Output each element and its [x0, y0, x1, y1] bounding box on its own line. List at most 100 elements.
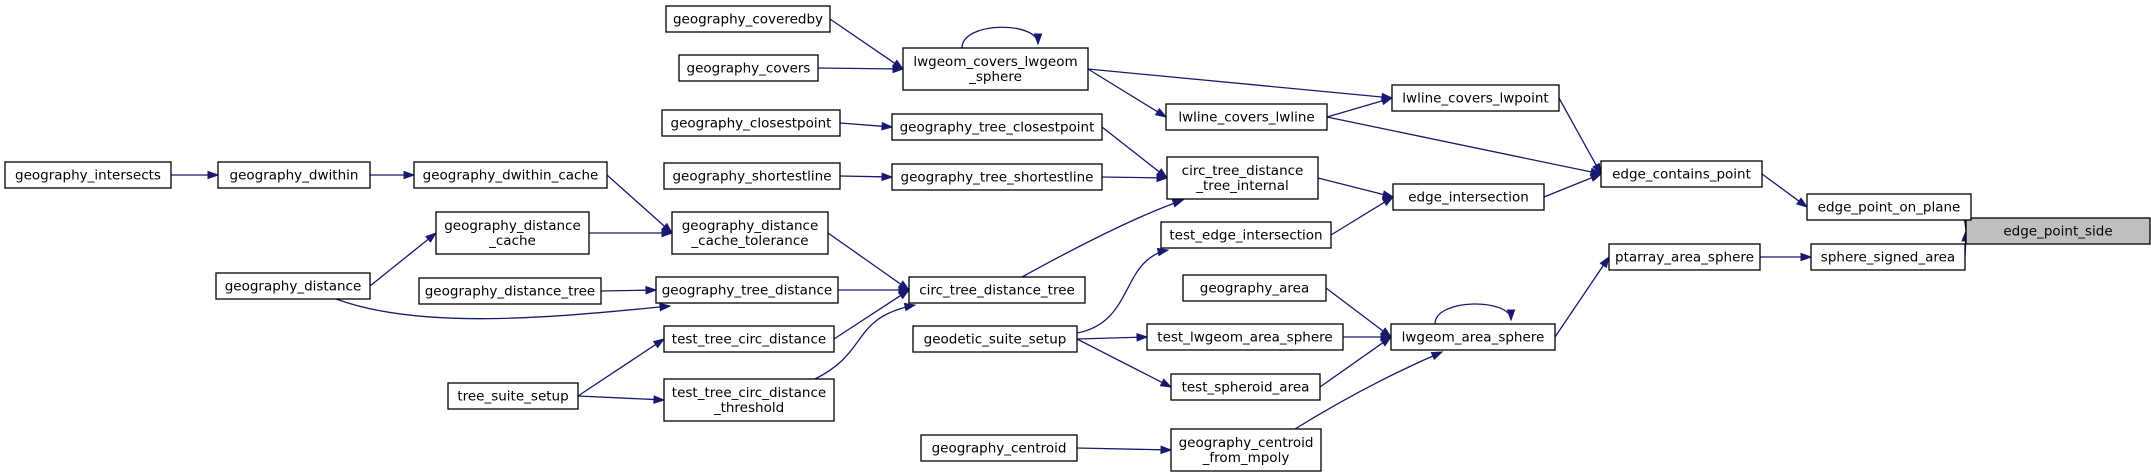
- node-label: test_lwgeom_area_sphere: [1157, 330, 1332, 346]
- node-geography-distance-cache-tolerance[interactable]: geography_distance_cache_tolerance: [671, 211, 829, 255]
- node-tree-suite-setup[interactable]: tree_suite_setup: [447, 382, 579, 410]
- node-geography-tree-shortestline[interactable]: geography_tree_shortestline: [891, 163, 1103, 191]
- edge-arrowhead: [1136, 332, 1149, 342]
- edge-line: [1434, 303, 1512, 325]
- edge-line: [606, 174, 666, 228]
- edge-line: [1319, 341, 1385, 388]
- node-geography-dwithin[interactable]: geography_dwithin: [217, 161, 371, 189]
- edge-line: [1294, 351, 1443, 430]
- node-geography-shortestline[interactable]: geography_shortestline: [663, 162, 841, 190]
- node-geodetic-suite-setup[interactable]: geodetic_suite_setup: [912, 325, 1078, 353]
- node-geography-tree-closestpoint[interactable]: geography_tree_closestpoint: [891, 113, 1103, 141]
- node-edge-intersection[interactable]: edge_intersection: [1392, 183, 1545, 211]
- node-label: geography_distance: [225, 279, 362, 295]
- node-geography-distance-tree[interactable]: geography_distance_tree: [418, 277, 602, 305]
- node-box: [1165, 103, 1328, 131]
- edge-geodetic-suite-setup-to-test-lwgeom-area-sphere: [1076, 332, 1149, 342]
- edge-geography-distance-to-geography-distance-cache: [369, 232, 438, 287]
- edge-line: [577, 343, 657, 397]
- edge-geography-distance-to-geography-tree-distance: [335, 298, 672, 320]
- node-box: [1806, 193, 1972, 221]
- edge-line: [839, 175, 884, 178]
- node-geography-distance-cache[interactable]: geography_distance_cache: [435, 211, 590, 255]
- edge-arrowhead: [652, 338, 666, 349]
- edge-geography-tree-closestpoint-to-circ-tree-distance-tree-internal: [1101, 126, 1169, 179]
- node-box: [663, 325, 835, 353]
- node-box: [435, 211, 590, 255]
- node-edge-point-on-plane[interactable]: edge_point_on_plane: [1806, 193, 1972, 221]
- node-test-tree-circ-distance[interactable]: test_tree_circ_distance: [663, 325, 835, 353]
- edge-tree-suite-setup-to-test-tree-circ-distance-threshold: [577, 395, 666, 404]
- node-geography-area[interactable]: geography_area: [1182, 274, 1327, 302]
- edge-geography-distance-tree-to-geography-tree-distance: [600, 285, 658, 295]
- edge-arrowhead: [1171, 199, 1185, 208]
- edge-arrowhead: [1380, 96, 1394, 106]
- edge-test-tree-circ-distance-threshold-to-circ-tree-distance-tree: [814, 302, 917, 380]
- node-label: circ_tree_distance_tree: [919, 283, 1075, 299]
- node-label: test_tree_circ_distance: [672, 385, 826, 401]
- edge-geography-dwithin-cache-to-geography-distance-cache-tolerance: [606, 174, 674, 234]
- node-lwgeom-covers-lwgeom-sphere[interactable]: lwgeom_covers_lwgeom_sphere: [902, 47, 1089, 91]
- edge-arrowhead: [1599, 255, 1610, 269]
- edge-arrowhead: [1156, 173, 1169, 183]
- node-geography-distance[interactable]: geography_distance: [215, 272, 371, 300]
- edge-lwline-covers-lwline-to-lwline-covers-lwpoint: [1326, 96, 1394, 118]
- node-circ-tree-distance-tree-internal[interactable]: circ_tree_distance_tree_internal: [1166, 156, 1319, 200]
- node-geography-tree-distance[interactable]: geography_tree_distance: [655, 276, 839, 304]
- edge-geography-tree-shortestline-to-circ-tree-distance-tree-internal: [1101, 173, 1169, 183]
- node-edge-contains-point[interactable]: edge_contains_point: [1600, 160, 1763, 188]
- node-test-lwgeom-area-sphere[interactable]: test_lwgeom_area_sphere: [1146, 323, 1344, 351]
- edge-line: [1325, 287, 1385, 333]
- node-box: [665, 5, 831, 33]
- node-geography-centroid[interactable]: geography_centroid: [920, 434, 1078, 462]
- edge-line: [827, 232, 903, 286]
- node-lwline-covers-lwpoint[interactable]: lwline_covers_lwpoint: [1391, 84, 1560, 112]
- node-test-tree-circ-distance-threshold[interactable]: test_tree_circ_distance_threshold: [663, 378, 835, 422]
- node-label: test_tree_circ_distance: [672, 332, 826, 348]
- graph-nodes: edge_point_sideedge_point_on_planesphere…: [4, 5, 2151, 472]
- edge-arrowhead: [1800, 252, 1813, 262]
- edge-lwgeom-covers-lwgeom-sphere-to-lwline-covers-lwline: [1087, 68, 1168, 118]
- node-label: geography_distance: [682, 218, 819, 234]
- node-label: ptarray_area_sphere: [1615, 250, 1754, 266]
- node-box: [678, 54, 819, 82]
- edge-line: [817, 67, 895, 70]
- edge-arrowhead: [661, 228, 674, 238]
- node-circ-tree-distance-tree[interactable]: circ_tree_distance_tree: [908, 276, 1086, 304]
- node-lwline-covers-lwline[interactable]: lwline_covers_lwline: [1165, 103, 1328, 131]
- edge-line: [1761, 173, 1801, 203]
- edge-line: [600, 289, 648, 292]
- node-label: _cache: [488, 233, 536, 249]
- edge-line: [833, 294, 902, 340]
- node-geography-coveredby[interactable]: geography_coveredby: [665, 5, 831, 33]
- node-geography-dwithin-cache[interactable]: geography_dwithin_cache: [413, 161, 608, 189]
- edge-arrowhead: [1506, 309, 1516, 322]
- node-geography-closestpoint[interactable]: geography_closestpoint: [661, 109, 841, 137]
- edge-line: [1101, 176, 1159, 179]
- node-geography-centroid-from-mpoly[interactable]: geography_centroid_from_mpoly: [1170, 428, 1322, 472]
- node-label: _threshold: [713, 400, 784, 416]
- edge-geography-centroid-to-geography-centroid-from-mpoly: [1076, 445, 1173, 455]
- node-sphere-signed-area[interactable]: sphere_signed_area: [1810, 243, 1966, 271]
- node-geography-intersects[interactable]: geography_intersects: [4, 161, 172, 189]
- edge-geography-coveredby-to-lwgeom-covers-lwgeom-sphere: [829, 18, 905, 70]
- edge-lwline-covers-lwpoint-to-edge-contains-point: [1558, 97, 1602, 176]
- node-lwgeom-area-sphere[interactable]: lwgeom_area_sphere: [1390, 323, 1556, 351]
- node-box: [1391, 84, 1560, 112]
- node-test-edge-intersection[interactable]: test_edge_intersection: [1160, 221, 1332, 249]
- node-label: edge_intersection: [1408, 190, 1529, 206]
- node-label: geography_tree_distance: [662, 283, 833, 299]
- node-box: [1608, 243, 1761, 271]
- node-geography-covers[interactable]: geography_covers: [678, 54, 819, 82]
- node-label: _tree_internal: [1195, 178, 1288, 194]
- edge-test-edge-intersection-to-edge-intersection: [1330, 196, 1395, 236]
- edge-line: [961, 26, 1039, 49]
- node-edge-point-side: edge_point_side: [1965, 217, 2151, 245]
- node-ptarray-area-sphere[interactable]: ptarray_area_sphere: [1608, 243, 1761, 271]
- node-test-spheroid-area[interactable]: test_spheroid_area: [1170, 373, 1321, 401]
- node-box: [1170, 373, 1321, 401]
- node-box: [661, 109, 841, 137]
- node-box: [447, 382, 579, 410]
- edge-line: [1021, 199, 1184, 278]
- edge-line: [1558, 97, 1598, 167]
